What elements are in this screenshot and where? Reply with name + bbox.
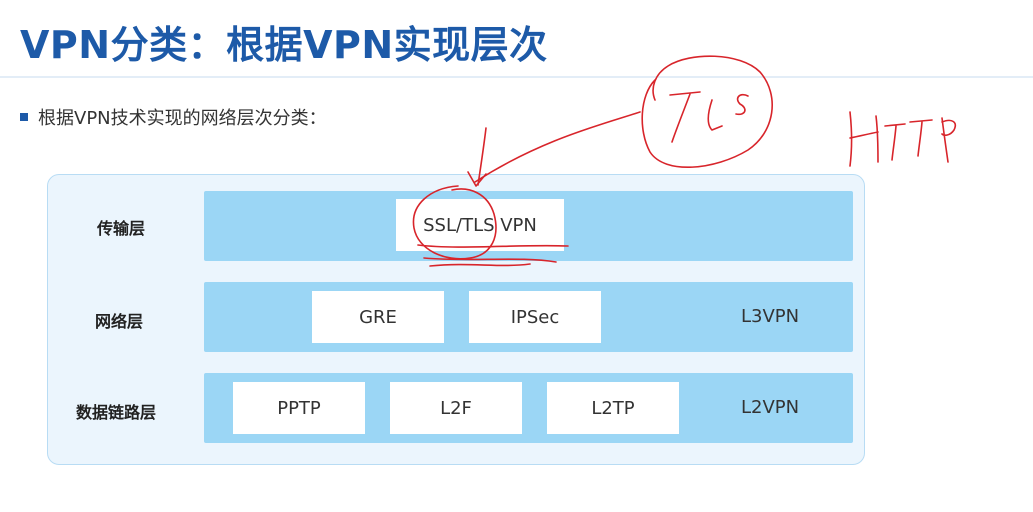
protocol-box-ssl-tls-vpn: SSL/TLS VPN [396, 199, 564, 251]
annotation-letter-h [849, 111, 879, 167]
layer-label-transport: 传输层 [97, 219, 146, 238]
annotation-letter-p [941, 117, 957, 163]
protocol-box-ipsec: IPSec [469, 291, 601, 343]
annotation-arrow-line [474, 111, 641, 183]
vpn-tag-l3vpn: L3VPN [741, 306, 800, 327]
layer-label-datalink: 数据链路层 [76, 403, 157, 422]
annotation-letter-s [735, 93, 749, 116]
annotation-letter-t1 [884, 123, 906, 161]
annotation-letter-l [707, 99, 723, 131]
protocol-box-l2tp: L2TP [547, 382, 679, 434]
protocol-box-l2f: L2F [390, 382, 522, 434]
annotation-circle-large [641, 55, 773, 169]
bullet-square-icon [20, 113, 28, 121]
protocol-box-pptp: PPTP [233, 382, 365, 434]
vpn-tag-l2vpn: L2VPN [741, 397, 800, 418]
protocol-box-gre: GRE [312, 291, 444, 343]
slide-title: VPN分类：根据VPN实现层次 [20, 23, 548, 67]
annotation-letter-t [669, 91, 701, 143]
annotation-letter-t2 [909, 119, 933, 157]
bullet-text: 根据VPN技术实现的网络层次分类： [38, 108, 327, 129]
title-divider [0, 76, 1033, 78]
layer-label-network: 网络层 [95, 312, 144, 331]
bullet-item: 根据VPN技术实现的网络层次分类： [20, 103, 327, 131]
